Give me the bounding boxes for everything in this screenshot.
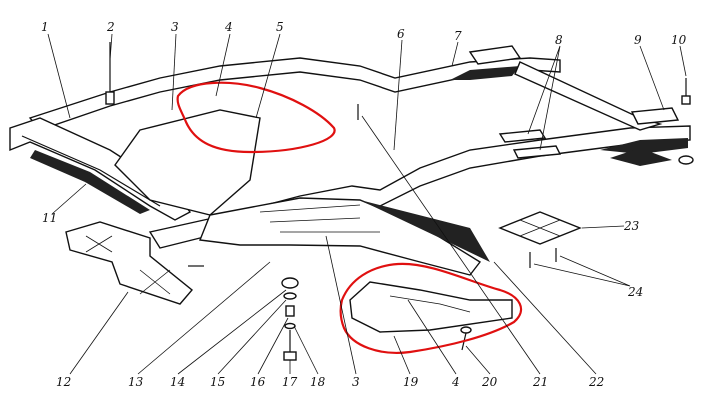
callout-4-lower: 4 [451,375,460,389]
callout-3-lower: 3 [352,375,360,389]
callout-11: 11 [42,211,57,225]
callout-10: 10 [671,33,687,47]
callout-7: 7 [454,29,462,43]
fasteners [105,42,694,361]
callout-23: 23 [623,219,640,233]
callout-8: 8 [555,33,563,47]
floor-panel [114,109,490,276]
callout-15: 15 [210,375,225,389]
cross-pad [498,211,582,245]
callout-22: 22 [588,375,604,389]
highlight-bottom-panel [339,262,523,354]
callout-17: 17 [282,375,298,389]
callout-12: 12 [56,375,71,389]
callout-3: 3 [171,20,179,34]
callout-19: 19 [403,375,419,389]
bottom-cover-panel [349,281,513,333]
callout-21: 21 [532,375,548,389]
callout-2: 2 [106,20,115,34]
callout-6: 6 [397,27,405,41]
callout-numbers: 1 2 3 4 5 6 7 8 9 10 11 12 13 14 15 16 1… [41,20,687,389]
left-side-rail [28,57,561,131]
rear-mounting-plates [468,45,680,159]
highlight-outlines [176,81,523,354]
callout-18: 18 [310,375,326,389]
callout-16: 16 [250,375,266,389]
callout-20: 20 [481,375,498,389]
callout-5: 5 [276,20,284,34]
highlight-top-opening [176,81,336,154]
skid-plate-left [65,221,194,305]
callout-13: 13 [128,375,144,389]
callout-4: 4 [224,20,233,34]
rear-cross-member [514,61,663,131]
callout-24: 24 [627,285,643,299]
callout-9: 9 [634,33,642,47]
callout-1: 1 [41,20,49,34]
callout-14: 14 [170,375,185,389]
leader-lines [47,33,687,375]
